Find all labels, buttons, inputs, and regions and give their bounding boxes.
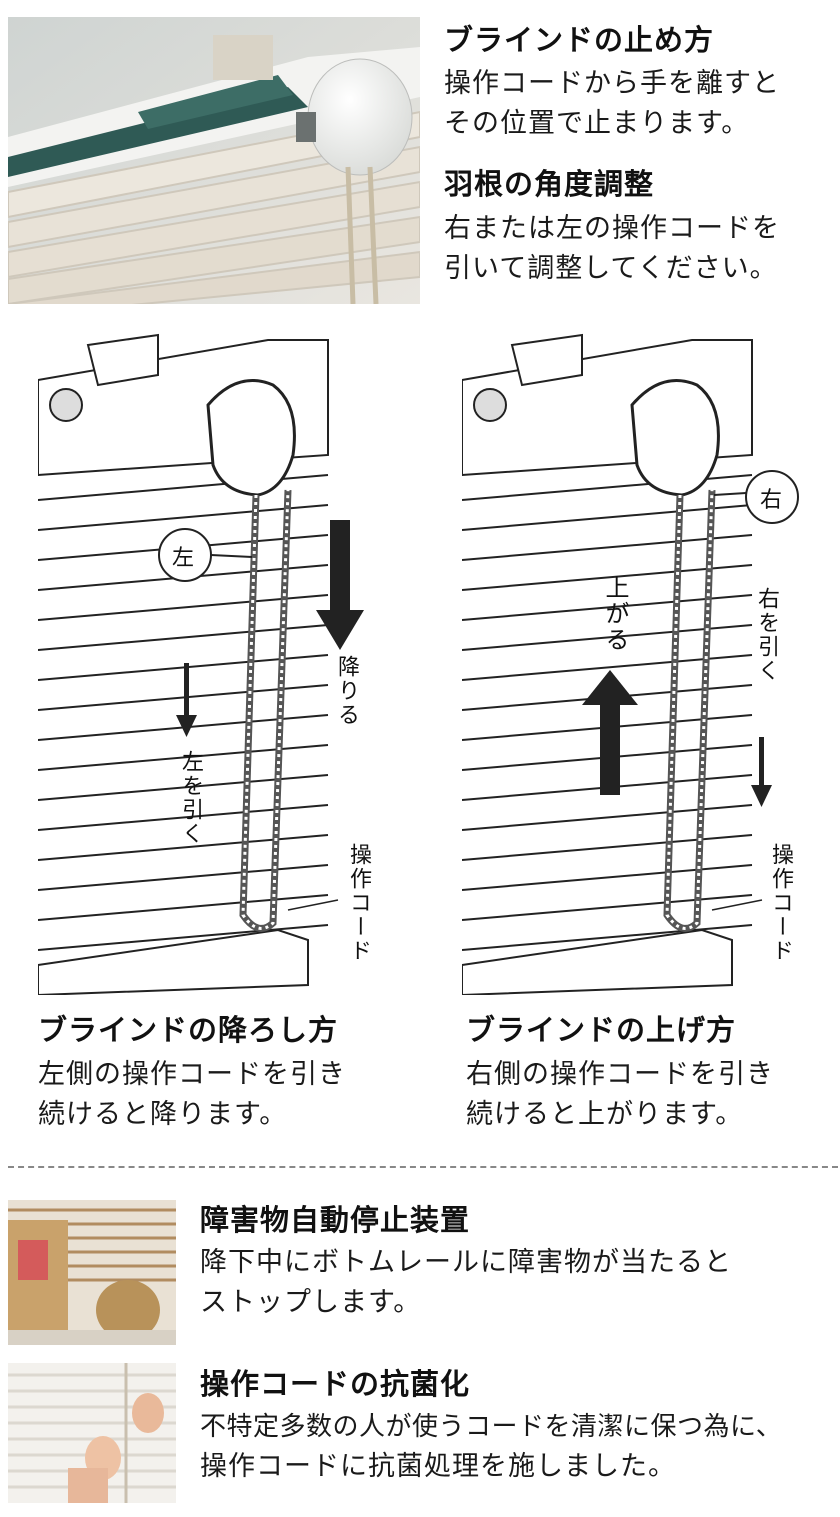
raise-line-1: 右側の操作コードを引き <box>466 1059 774 1090</box>
raise-up-label: 上がる <box>601 575 629 653</box>
stop-line-2: その位置で止まります。 <box>444 108 750 139</box>
lower-pull-label: 左を引く <box>178 750 203 846</box>
antibac-title: 操作コードの抗菌化 <box>200 1367 471 1401</box>
lower-illustration: 左 降りる 左を引く 操作コード <box>37 325 388 997</box>
stop-title: ブラインドの止め方 <box>444 23 715 57</box>
stop-line-1: 操作コードから手を離すと <box>444 68 780 99</box>
antibac-line-1: 不特定多数の人が使うコードを清潔に保つ為に、 <box>200 1412 783 1442</box>
head-box-photo <box>7 17 421 319</box>
lower-line-1: 左側の操作コードを引き <box>38 1059 346 1090</box>
antibac-line-2: 操作コードに抗菌処理を施しました。 <box>200 1451 676 1482</box>
raise-side-label: 右 <box>760 488 783 513</box>
lower-side-label: 左 <box>172 546 195 571</box>
lower-line-2: 続けると降ります。 <box>38 1099 288 1130</box>
obstacle-line-1: 降下中にボトムレールに障害物が当たると <box>200 1247 732 1278</box>
angle-line-2: 引いて調整してください。 <box>444 253 778 284</box>
raise-cord-label: 操作コード <box>768 843 793 963</box>
section-divider <box>8 1166 838 1168</box>
angle-line-1: 右または左の操作コードを <box>444 213 780 244</box>
obstacle-line-2: ストップします。 <box>200 1287 422 1318</box>
obstacle-title: 障害物自動停止装置 <box>200 1203 471 1237</box>
lower-down-label: 降りる <box>334 655 359 727</box>
lower-title: ブラインドの降ろし方 <box>38 1013 339 1047</box>
raise-illustration: 右 上がる 右を引く 操作コード <box>461 325 812 997</box>
raise-title: ブラインドの上げ方 <box>466 1013 737 1047</box>
lower-cord-label: 操作コード <box>346 843 371 963</box>
obstacle-photo <box>8 1200 176 1345</box>
raise-line-2: 続けると上がります。 <box>466 1099 744 1130</box>
raise-pull-label: 右を引く <box>754 587 779 683</box>
angle-title: 羽根の角度調整 <box>444 167 655 201</box>
antibac-photo <box>8 1363 176 1503</box>
